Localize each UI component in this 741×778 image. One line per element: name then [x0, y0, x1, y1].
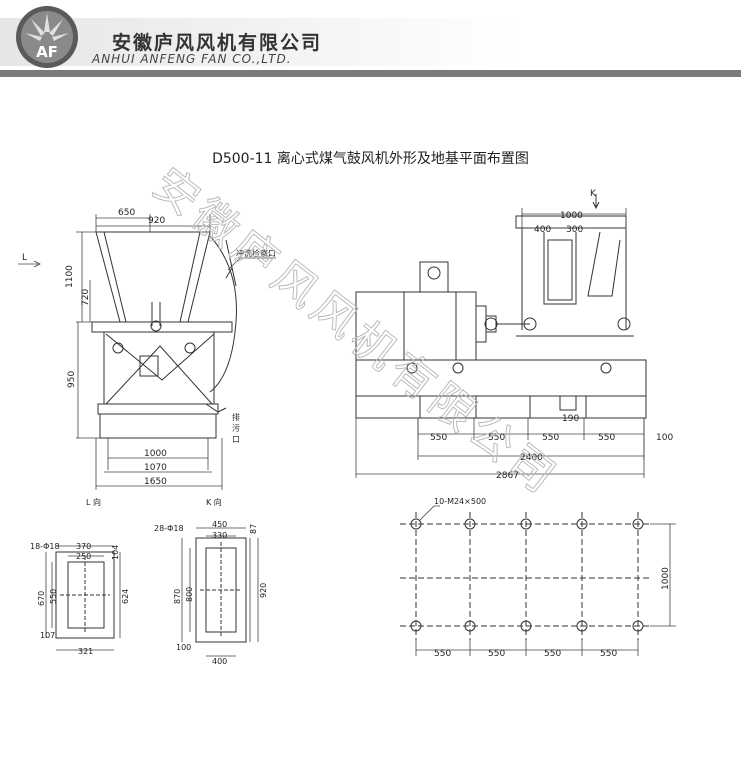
- small-flange-550: 550: [49, 589, 58, 604]
- foundation-dim-a: 550: [434, 649, 451, 659]
- large-flange-87: 87: [249, 524, 258, 534]
- dim-190: 190: [562, 414, 579, 424]
- page-header: AF 安徽庐风风机有限公司 ANHUI ANFENG FAN CO.,LTD.: [0, 0, 741, 80]
- foundation-dim-1000: 1000: [661, 567, 671, 590]
- small-flange-370: 370: [76, 542, 91, 551]
- large-flange-870: 870: [173, 589, 182, 604]
- foundation-dim-b: 550: [488, 649, 505, 659]
- dim-550-b: 550: [488, 433, 505, 443]
- drain-label-2: 污: [232, 423, 240, 433]
- left-elevation-view: [91, 231, 237, 439]
- dim-2400: 2400: [520, 453, 543, 463]
- large-flange-450: 450: [212, 520, 227, 529]
- dim-550-c: 550: [542, 433, 559, 443]
- dim-1100: 1100: [65, 265, 75, 288]
- dim-550-d: 550: [598, 433, 615, 443]
- large-flange-400: 400: [212, 657, 227, 666]
- company-name-en: ANHUI ANFENG FAN CO.,LTD.: [92, 52, 292, 66]
- small-flange-670: 670: [37, 591, 46, 606]
- dim-550-a: 550: [430, 433, 447, 443]
- large-flange-detail: [195, 537, 247, 643]
- dim-920: 920: [148, 216, 165, 226]
- dim-1070: 1070: [144, 463, 167, 473]
- small-flange-321: 321: [78, 647, 93, 656]
- dim-1000: 1000: [144, 449, 167, 459]
- large-flange-920: 920: [259, 583, 268, 598]
- view-K-label: K 向: [206, 497, 222, 507]
- dim-950: 950: [67, 371, 77, 388]
- large-flange-100: 100: [176, 643, 191, 652]
- large-flange-800: 800: [185, 587, 194, 602]
- arrow-K-label: K: [590, 189, 597, 199]
- arrow-L-label: L: [22, 253, 27, 263]
- foundation-dim-d: 550: [600, 649, 617, 659]
- inspection-port-label: 冲洗检察口: [236, 248, 276, 258]
- header-stripe: [0, 70, 741, 77]
- drain-label-3: 口: [232, 435, 240, 444]
- logo-text: AF: [36, 43, 58, 61]
- dim-100: 100: [656, 433, 673, 443]
- dim-650: 650: [118, 208, 135, 218]
- small-flange-104: 104: [111, 545, 120, 560]
- small-flange-holes: 18-Φ18: [30, 542, 60, 551]
- small-flange-107: 107: [40, 631, 55, 640]
- foundation-plan: [400, 512, 650, 640]
- small-flange-624: 624: [121, 589, 130, 604]
- view-L-label: L 向: [86, 497, 101, 507]
- dim-300: 300: [566, 225, 583, 235]
- dim-2867: 2867: [496, 471, 519, 481]
- drain-label-1: 排: [232, 412, 240, 422]
- small-flange-250: 250: [76, 552, 91, 561]
- drawing-title: D500-11 离心式煤气鼓风机外形及地基平面布置图: [212, 151, 529, 167]
- company-logo: AF: [16, 6, 78, 68]
- header-bar: [0, 18, 741, 66]
- dim-400: 400: [534, 225, 551, 235]
- foundation-dim-c: 550: [544, 649, 561, 659]
- foundation-bolts: 10-M24×500: [434, 497, 486, 506]
- small-flange-detail: [55, 551, 115, 639]
- dim-1000-top: 1000: [560, 211, 583, 221]
- company-name-cn: 安徽庐风风机有限公司: [112, 32, 323, 54]
- dim-1650: 1650: [144, 477, 167, 487]
- large-flange-330: 330: [212, 531, 227, 540]
- large-flange-holes: 28-Φ18: [154, 524, 184, 533]
- dim-720: 720: [81, 289, 91, 306]
